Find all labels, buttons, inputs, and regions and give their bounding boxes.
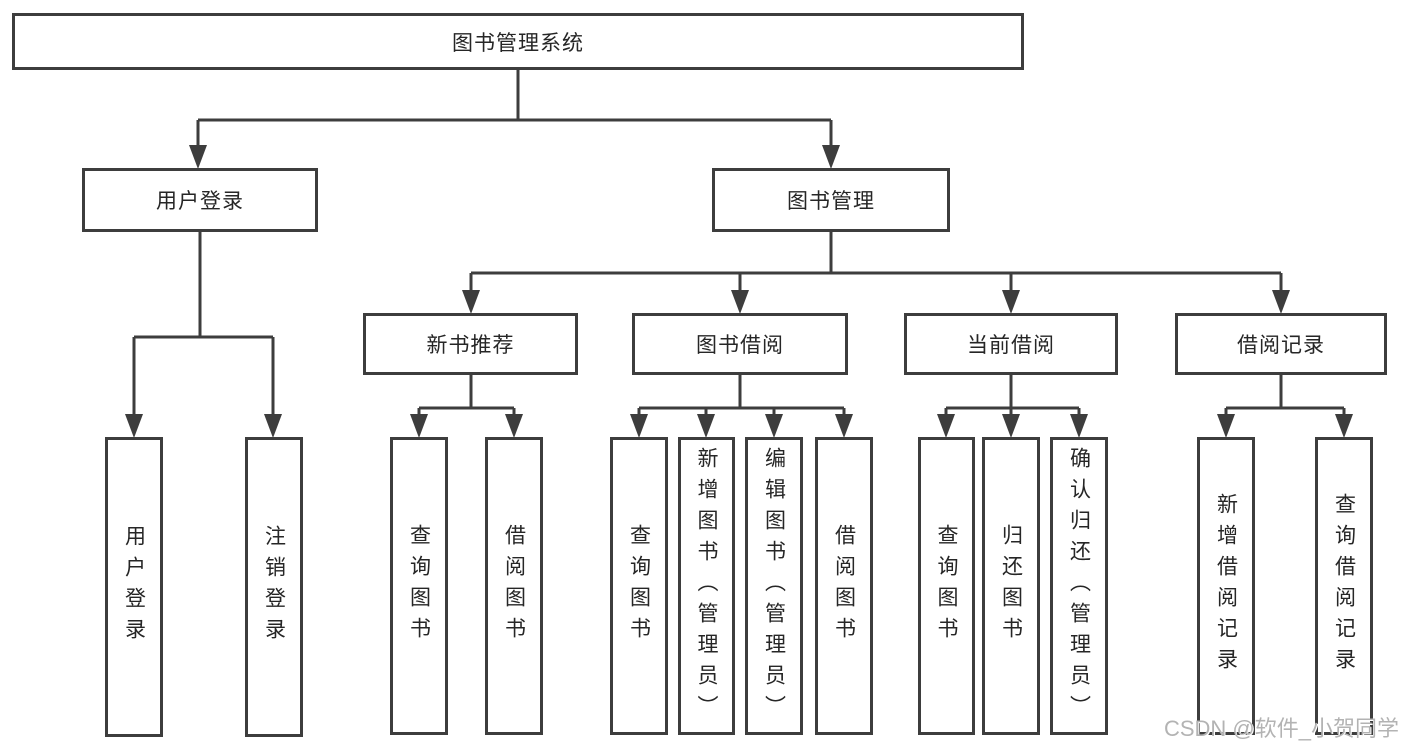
- connector-book-borrow-to-leaves: [637, 375, 846, 418]
- node-leaf-edit-books-admin: 编辑图书（管理员）: [745, 437, 803, 735]
- leaf-label: 查询图书: [407, 524, 431, 648]
- node-leaf-query-books-current: 查询图书: [918, 437, 975, 735]
- arrowhead: [505, 414, 523, 438]
- leaf-label: 借阅图书: [502, 524, 526, 648]
- node-root-library-system: 图书管理系统: [12, 13, 1024, 70]
- leaf-label: 查询图书: [935, 524, 958, 648]
- leaf-label: 注销登录: [262, 525, 286, 649]
- leaf-label: 编辑图书（管理员）: [762, 446, 786, 726]
- arrowhead: [1335, 414, 1353, 438]
- leaf-label: 查询图书: [627, 524, 651, 648]
- node-leaf-borrow-books-recommend: 借阅图书: [485, 437, 543, 735]
- arrowhead: [1217, 414, 1235, 438]
- arrowhead: [189, 145, 207, 169]
- arrowhead: [697, 414, 715, 438]
- node-branch-user-login: 用户登录: [82, 168, 318, 232]
- arrowhead: [410, 414, 428, 438]
- connector-current-borrow-to-leaves: [944, 375, 1081, 418]
- connector-user-login-to-leaves: [132, 232, 275, 418]
- arrowhead: [765, 414, 783, 438]
- leaf-label: 查询借阅记录: [1332, 493, 1356, 679]
- node-leaf-borrow-books: 借阅图书: [815, 437, 873, 735]
- arrowhead: [937, 414, 955, 438]
- leaf-label: 用户登录: [122, 525, 146, 649]
- arrowhead: [630, 414, 648, 438]
- arrowhead: [125, 414, 143, 438]
- csdn-watermark: CSDN @软件_小贺同学: [1163, 716, 1399, 741]
- leaf-label: 归还图书: [999, 524, 1023, 648]
- node-section-new-book-recommend: 新书推荐: [363, 313, 578, 375]
- arrowhead: [1070, 414, 1088, 438]
- leaf-label: 借阅图书: [832, 524, 856, 648]
- arrowhead: [264, 414, 282, 438]
- node-leaf-query-borrow-record: 查询借阅记录: [1315, 437, 1373, 735]
- node-section-current-borrow: 当前借阅: [904, 313, 1118, 375]
- node-leaf-return-books: 归还图书: [982, 437, 1040, 735]
- arrowhead: [835, 414, 853, 438]
- node-leaf-query-books-borrow: 查询图书: [610, 437, 668, 735]
- node-leaf-user-login: 用户登录: [105, 437, 163, 737]
- node-branch-book-management: 图书管理: [712, 168, 950, 232]
- connector-borrow-records-to-leaves: [1224, 375, 1346, 418]
- leaf-label: 确认归还（管理员）: [1067, 446, 1091, 726]
- node-section-borrow-records: 借阅记录: [1175, 313, 1387, 375]
- arrowhead: [462, 290, 480, 314]
- connector-new-book-rec-to-leaves: [417, 375, 516, 418]
- arrowhead: [822, 145, 840, 169]
- node-leaf-add-borrow-record: 新增借阅记录: [1197, 437, 1255, 735]
- arrowhead: [1272, 290, 1290, 314]
- arrowhead: [1002, 414, 1020, 438]
- node-section-book-borrow: 图书借阅: [632, 313, 848, 375]
- node-leaf-confirm-return-admin: 确认归还（管理员）: [1050, 437, 1108, 735]
- arrowhead: [731, 290, 749, 314]
- connector-root-to-branches: [196, 70, 833, 150]
- arrowhead: [1002, 290, 1020, 314]
- node-leaf-logout: 注销登录: [245, 437, 303, 737]
- leaf-label: 新增借阅记录: [1214, 493, 1238, 679]
- node-leaf-query-books-recommend: 查询图书: [390, 437, 448, 735]
- connector-book-mgmt-to-sections: [469, 232, 1283, 294]
- leaf-label: 新增图书（管理员）: [695, 446, 718, 726]
- node-leaf-add-books-admin: 新增图书（管理员）: [678, 437, 735, 735]
